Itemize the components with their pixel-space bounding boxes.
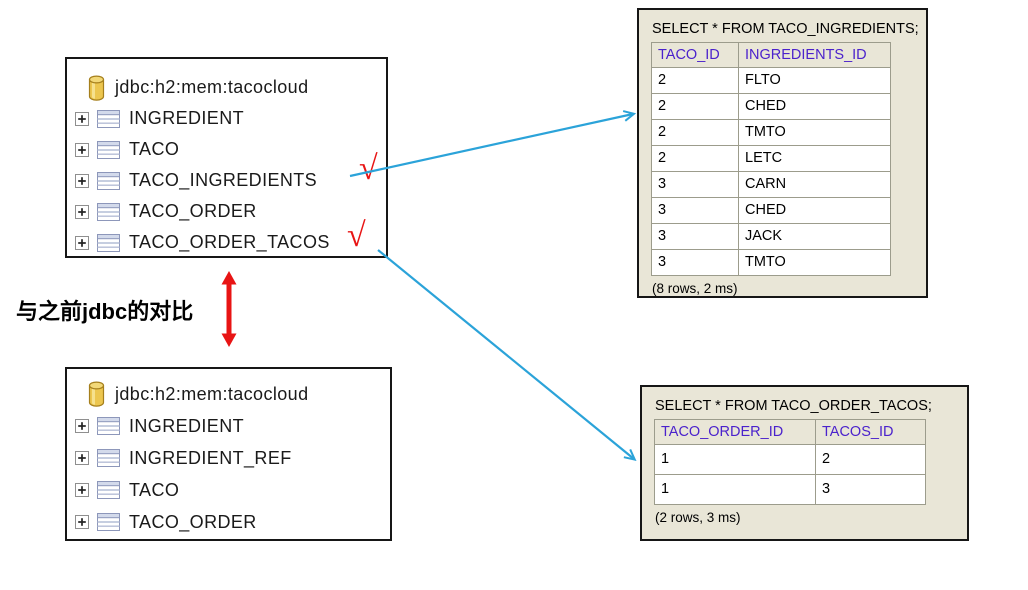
comparison-annotation: 与之前jdbc的对比 bbox=[16, 299, 194, 324]
table-name-label: INGREDIENT bbox=[129, 415, 245, 436]
column-header: TACO_ID bbox=[651, 42, 739, 68]
db-connection-row[interactable]: jdbc:h2:mem:tacocloud bbox=[67, 72, 386, 103]
column-header: INGREDIENTS_ID bbox=[738, 42, 891, 68]
result-cell: LETC bbox=[738, 145, 891, 172]
db-connection-label: jdbc:h2:mem:tacocloud bbox=[115, 383, 309, 404]
table-name-label: TACO_ORDER bbox=[129, 511, 257, 532]
result-panel-taco-order-tacos: SELECT * FROM TACO_ORDER_TACOS; TACO_ORD… bbox=[640, 385, 969, 541]
result-cell: TMTO bbox=[738, 119, 891, 146]
tree-table-row-taco[interactable]: TACO bbox=[67, 474, 390, 506]
expand-plus-icon[interactable] bbox=[75, 173, 89, 188]
checkmark-taco-order-tacos: √ bbox=[347, 217, 366, 254]
result-cell: JACK bbox=[738, 223, 891, 250]
table-name-label: INGREDIENT_REF bbox=[129, 447, 292, 468]
result-cell: 1 bbox=[654, 474, 816, 505]
table-icon bbox=[97, 109, 120, 128]
expand-plus-icon[interactable] bbox=[75, 235, 89, 250]
expand-plus-icon[interactable] bbox=[75, 419, 89, 433]
table-icon bbox=[97, 513, 120, 531]
result-cell: 2 bbox=[651, 119, 739, 146]
result-cell: 3 bbox=[651, 223, 739, 250]
tree-table-row-taco[interactable]: TACO bbox=[67, 134, 386, 165]
result-cell: CHED bbox=[738, 93, 891, 120]
table-icon bbox=[97, 171, 120, 190]
result-cell: 3 bbox=[815, 474, 926, 505]
expand-plus-icon[interactable] bbox=[75, 204, 89, 219]
result-cell: CARN bbox=[738, 171, 891, 198]
tree-table-row-ingredient[interactable]: INGREDIENT bbox=[67, 410, 390, 442]
result-cell: 3 bbox=[651, 197, 739, 224]
database-icon bbox=[88, 74, 105, 101]
tree-table-row-ingredient_ref[interactable]: INGREDIENT_REF bbox=[67, 442, 390, 474]
expand-plus-icon[interactable] bbox=[75, 515, 89, 529]
result-cell: TMTO bbox=[738, 249, 891, 276]
db-connection-label: jdbc:h2:mem:tacocloud bbox=[115, 77, 309, 97]
table-name-label: TACO bbox=[129, 139, 180, 159]
result-cell: 3 bbox=[651, 249, 739, 276]
table-icon bbox=[97, 449, 120, 467]
table-icon bbox=[97, 140, 120, 159]
db-connection-row[interactable]: jdbc:h2:mem:tacocloud bbox=[67, 378, 390, 410]
table-icon bbox=[97, 233, 120, 252]
tree-table-row-taco_order_tacos[interactable]: TACO_ORDER_TACOS bbox=[67, 227, 386, 258]
result-cell: 2 bbox=[651, 93, 739, 120]
expand-plus-icon[interactable] bbox=[75, 111, 89, 126]
table-name-label: TACO bbox=[129, 479, 180, 500]
database-icon bbox=[88, 381, 105, 407]
sql-query-text: SELECT * FROM TACO_ORDER_TACOS; bbox=[655, 398, 932, 414]
expand-plus-icon[interactable] bbox=[75, 451, 89, 465]
table-name-label: TACO_ORDER_TACOS bbox=[129, 232, 330, 252]
tree-table-row-taco_order[interactable]: TACO_ORDER bbox=[67, 506, 390, 538]
table-name-label: TACO_ORDER bbox=[129, 201, 257, 221]
blue-arrow-taco-order-tacos bbox=[377, 249, 637, 462]
result-cell: 1 bbox=[654, 444, 816, 475]
checkmark-taco-ingredients: √ bbox=[359, 150, 378, 187]
tree-table-row-taco_ingredients[interactable]: TACO_INGREDIENTS bbox=[67, 165, 386, 196]
result-cell: 2 bbox=[651, 145, 739, 172]
result-cell: FLTO bbox=[738, 67, 891, 94]
tree-table-row-taco_order[interactable]: TACO_ORDER bbox=[67, 196, 386, 227]
tree-table-row-ingredient[interactable]: INGREDIENT bbox=[67, 103, 386, 134]
column-header: TACOS_ID bbox=[815, 419, 926, 445]
expand-plus-icon[interactable] bbox=[75, 142, 89, 157]
sql-query-text: SELECT * FROM TACO_INGREDIENTS; bbox=[652, 21, 919, 37]
table-name-label: TACO_INGREDIENTS bbox=[129, 170, 318, 190]
column-header: TACO_ORDER_ID bbox=[654, 419, 816, 445]
table-name-label: INGREDIENT bbox=[129, 108, 245, 128]
expand-plus-icon[interactable] bbox=[75, 483, 89, 497]
result-cell: CHED bbox=[738, 197, 891, 224]
result-cell: 2 bbox=[815, 444, 926, 475]
result-status: (8 rows, 2 ms) bbox=[652, 281, 738, 296]
blue-arrow-taco-ingredients bbox=[349, 110, 637, 178]
result-cell: 2 bbox=[651, 67, 739, 94]
result-status: (2 rows, 3 ms) bbox=[655, 510, 741, 525]
red-double-arrow bbox=[221, 271, 237, 347]
result-cell: 3 bbox=[651, 171, 739, 198]
table-icon bbox=[97, 417, 120, 435]
table-icon bbox=[97, 202, 120, 221]
table-icon bbox=[97, 481, 120, 499]
